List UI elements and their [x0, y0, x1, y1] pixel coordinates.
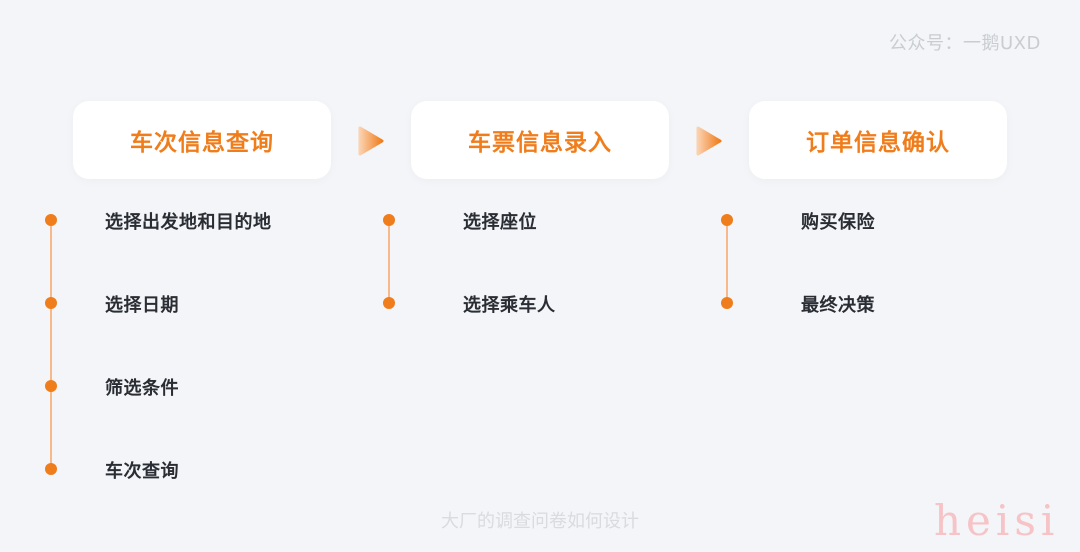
step-dot: [721, 297, 733, 309]
step-dot: [45, 380, 57, 392]
step-label: 车次查询: [105, 461, 179, 482]
timeline-step: 购买保险: [676, 204, 976, 236]
step-label: 选择座位: [463, 212, 537, 233]
step-dot: [721, 214, 733, 226]
timeline-step: 车次查询: [0, 453, 300, 485]
stage-card-1: 车次信息查询: [73, 101, 331, 179]
step-dot: [383, 214, 395, 226]
step-label: 购买保险: [801, 212, 875, 233]
step-label: 选择乘车人: [463, 295, 556, 316]
next-arrow-icon: [696, 126, 722, 156]
stage-card-2: 车票信息录入: [411, 101, 669, 179]
step-label: 选择出发地和目的地: [105, 212, 272, 233]
step-dot: [45, 463, 57, 475]
stage-title-3: 订单信息确认: [806, 130, 950, 156]
timeline-step: 选择座位: [338, 204, 638, 236]
step-label: 选择日期: [105, 295, 179, 316]
timeline-connector: [726, 220, 728, 304]
step-label: 最终决策: [801, 295, 875, 316]
step-dot: [45, 297, 57, 309]
stage-title-1: 车次信息查询: [130, 130, 274, 156]
timeline-step: 最终决策: [676, 287, 976, 319]
timeline-step: 筛选条件: [0, 370, 300, 402]
timeline-step: 选择乘车人: [338, 287, 638, 319]
stage-card-3: 订单信息确认: [749, 101, 1007, 179]
step-label: 筛选条件: [105, 378, 179, 399]
account-watermark: 公众号：一鹅UXD: [889, 33, 1041, 54]
stage-title-2: 车票信息录入: [468, 130, 612, 156]
corner-watermark: heisi: [934, 496, 1060, 545]
timeline-connector: [50, 220, 52, 470]
caption-text: 大厂的调查问卷如何设计: [441, 511, 639, 532]
next-arrow-icon: [358, 126, 384, 156]
step-dot: [383, 297, 395, 309]
step-dot: [45, 214, 57, 226]
timeline-step: 选择出发地和目的地: [0, 204, 300, 236]
timeline-step: 选择日期: [0, 287, 300, 319]
timeline-connector: [388, 220, 390, 304]
